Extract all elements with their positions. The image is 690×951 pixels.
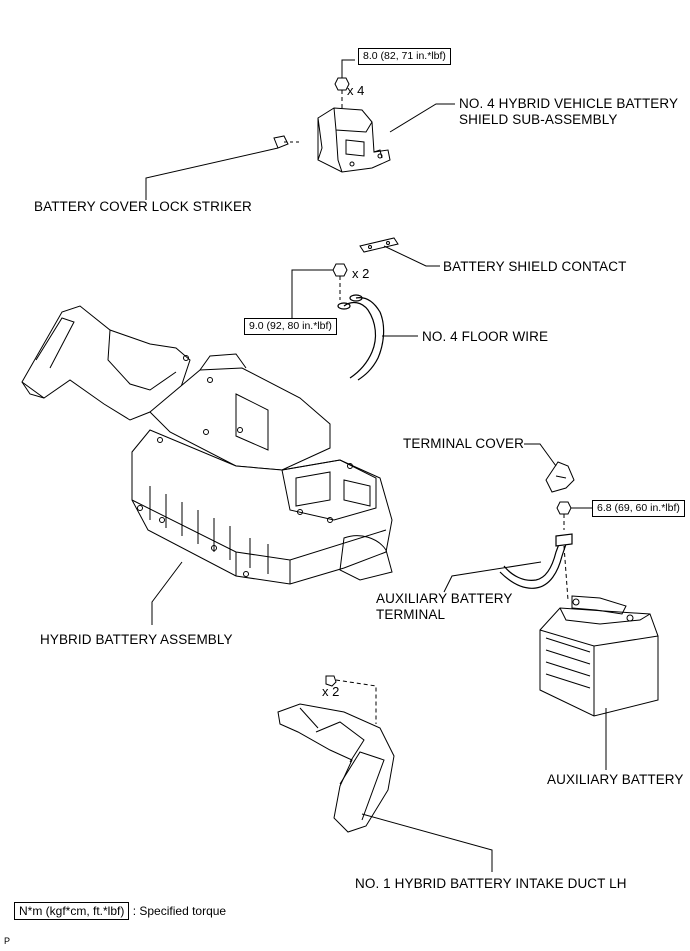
figure-id: P [4, 936, 11, 946]
floor-wire-torque-spec: 9.0 (92, 80 in.*lbf) [244, 318, 337, 335]
label-lock-striker: BATTERY COVER LOCK STRIKER [34, 199, 252, 214]
shield-nut-count: x 4 [347, 83, 365, 98]
floor-wire [337, 294, 385, 381]
label-hybrid-battery: HYBRID BATTERY ASSEMBLY [40, 632, 233, 647]
duct-clip-count: x 2 [322, 684, 340, 699]
intake-duct-lh [277, 675, 395, 833]
label-aux-terminal-line2: TERMINAL [376, 607, 446, 622]
label-terminal-cover: TERMINAL COVER [403, 436, 524, 451]
wire-nut-count: x 2 [352, 266, 370, 281]
legend-text: : Specified torque [132, 904, 227, 918]
label-shield-sub-assembly-line2: SHIELD SUB-ASSEMBLY [459, 112, 618, 127]
battery-shield-contact [359, 237, 399, 253]
label-aux-terminal-line1: AUXILIARY BATTERY [376, 591, 513, 606]
label-intake-duct: NO. 1 HYBRID BATTERY INTAKE DUCT LH [355, 876, 627, 891]
label-shield-contact: BATTERY SHIELD CONTACT [443, 259, 627, 274]
shield-nut [334, 77, 350, 108]
auxiliary-battery-terminal [499, 533, 573, 589]
shield-torque-spec: 8.0 (82, 71 in.*lbf) [358, 48, 451, 65]
torque-legend: N*m (kgf*cm, ft.*lbf) : Specified torque [14, 902, 227, 920]
legend-unit-box: N*m (kgf*cm, ft.*lbf) [14, 902, 130, 920]
label-floor-wire: NO. 4 FLOOR WIRE [422, 329, 549, 344]
shield-sub-assembly [317, 107, 391, 173]
terminal-nut [556, 501, 572, 530]
lock-striker [273, 135, 300, 149]
terminal-cover [545, 461, 575, 493]
floor-wire-nut [332, 263, 348, 300]
auxiliary-battery [539, 595, 659, 717]
label-shield-sub-assembly-line1: NO. 4 HYBRID VEHICLE BATTERY [459, 96, 679, 111]
hybrid-battery-assembly [21, 305, 393, 585]
label-aux-battery: AUXILIARY BATTERY [547, 772, 684, 787]
terminal-torque-spec: 6.8 (69, 60 in.*lbf) [592, 500, 685, 517]
